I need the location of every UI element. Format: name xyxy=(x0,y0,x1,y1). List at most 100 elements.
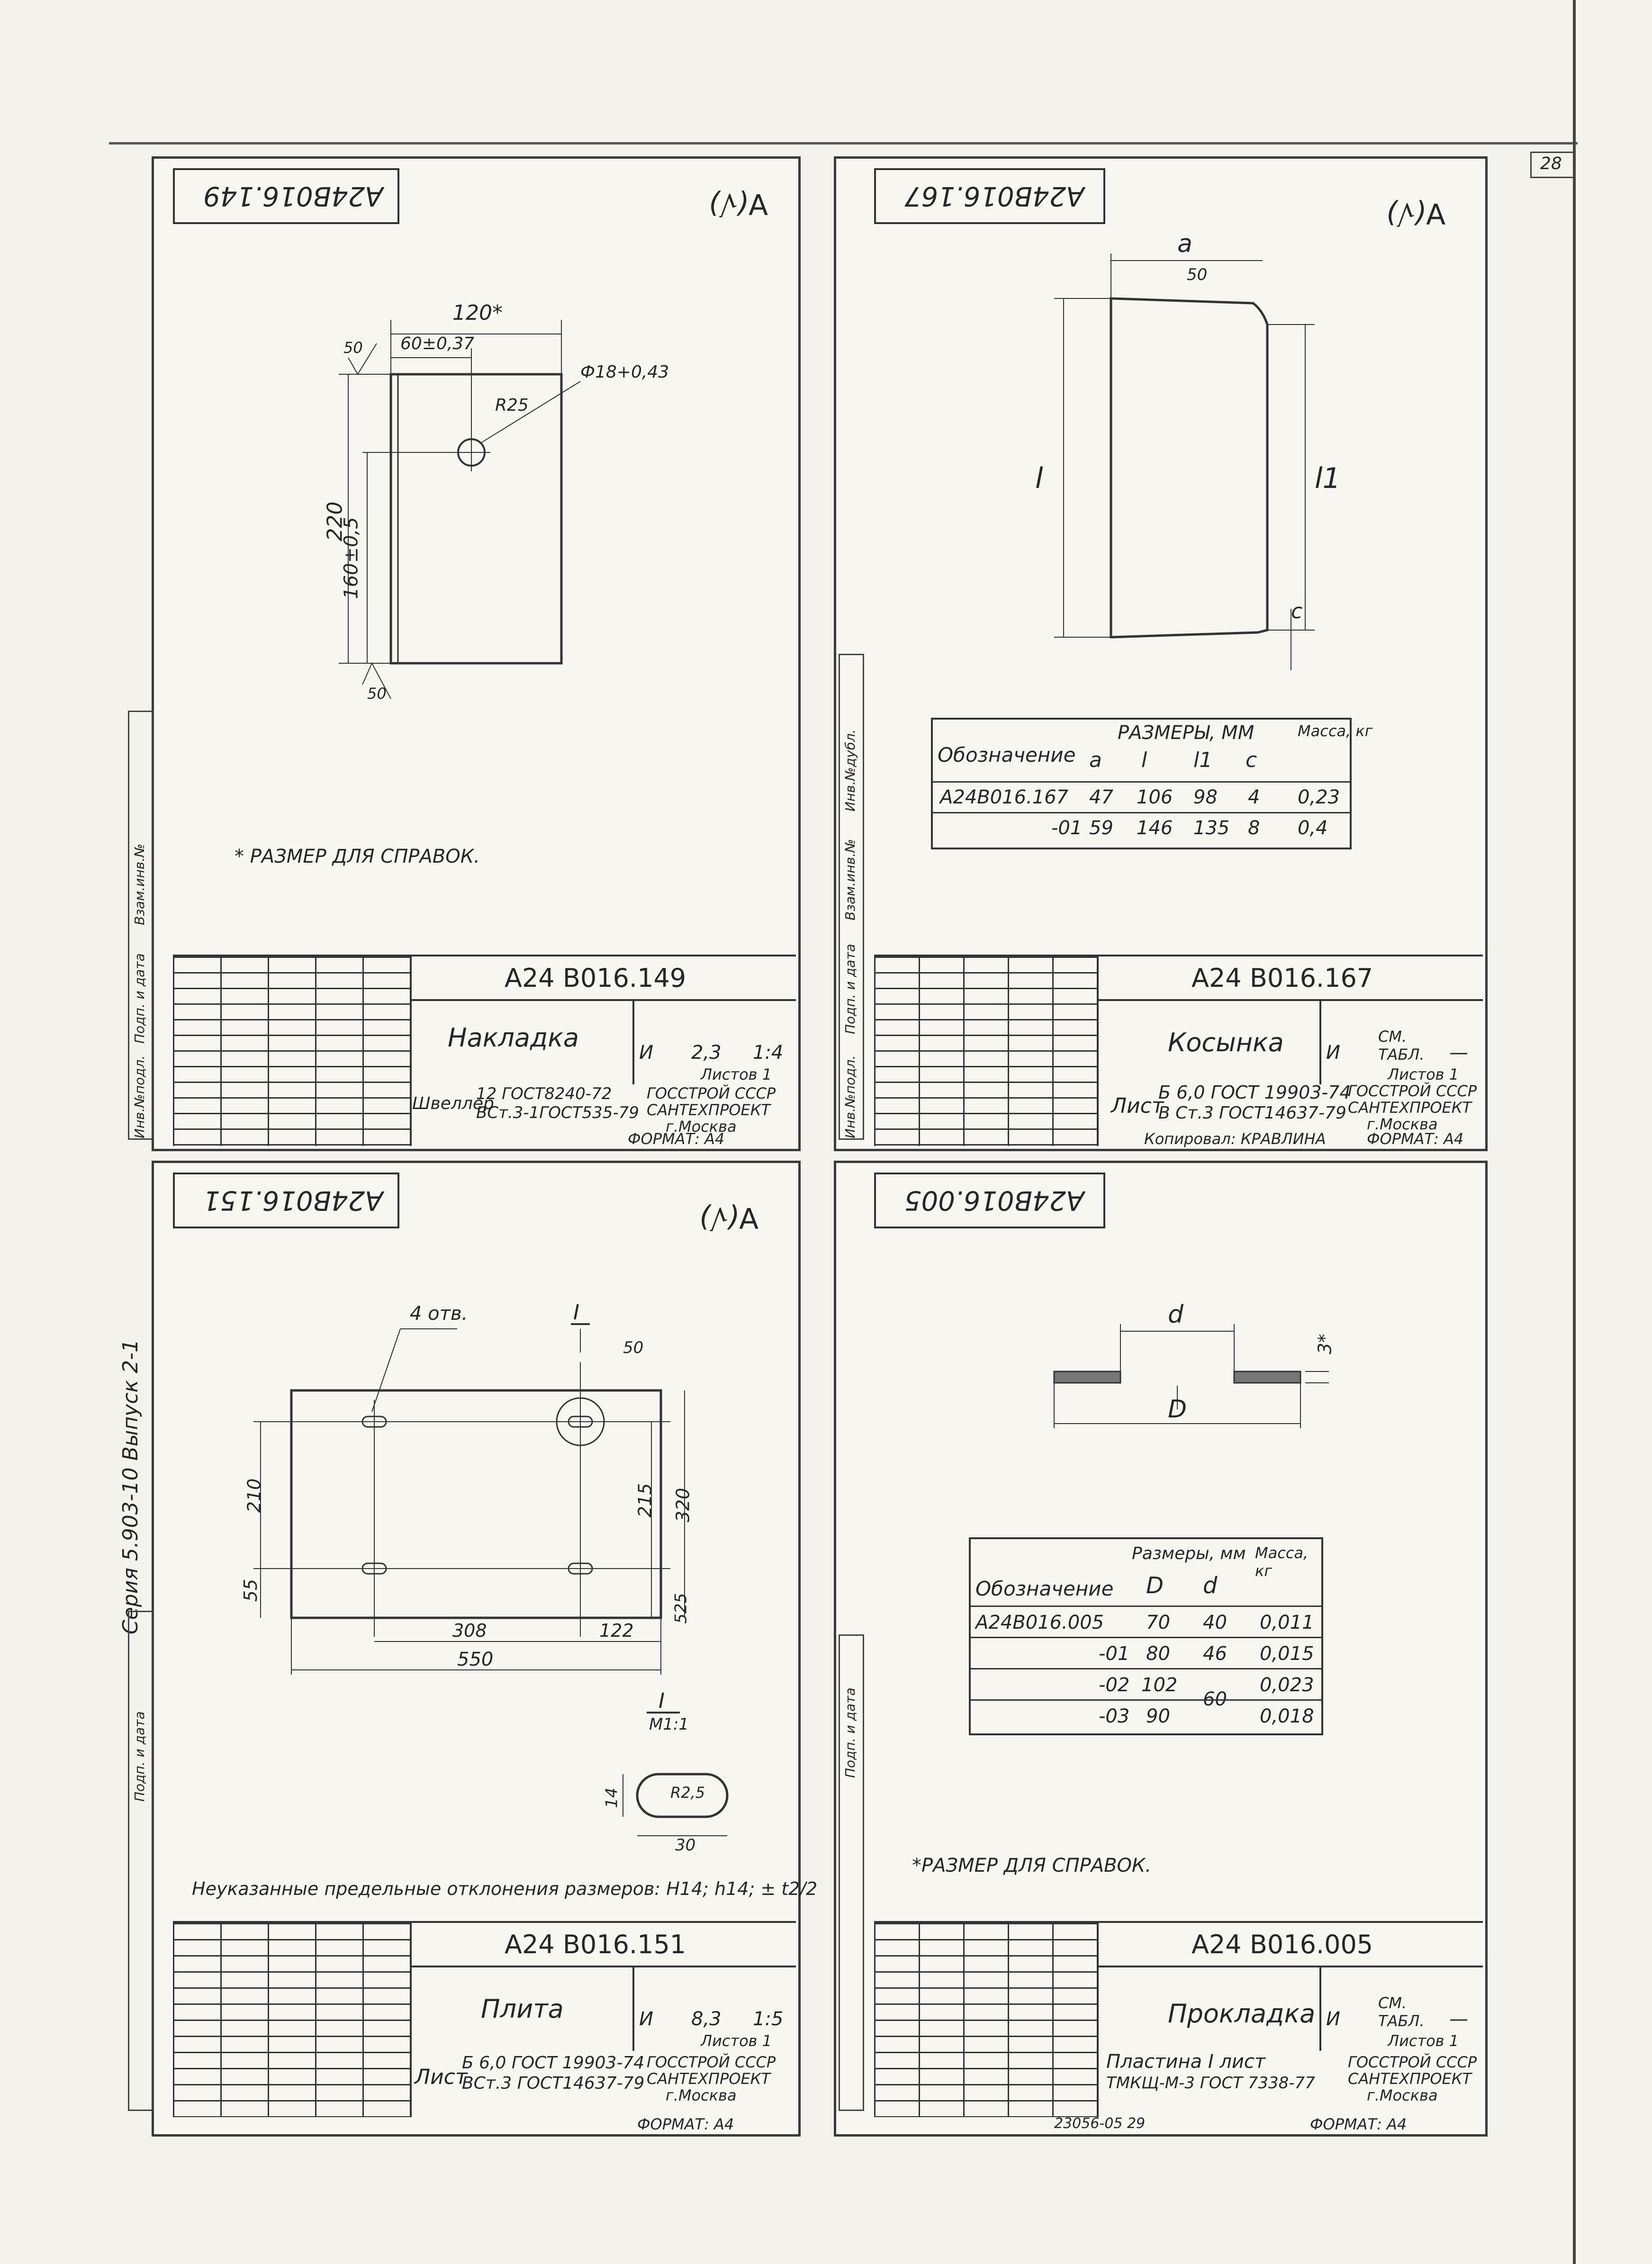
series-label: Серия 5.903-10 Выпуск 2-1 xyxy=(118,1339,143,1634)
org-line1: ГОССТРОЙ СССР xyxy=(1348,1082,1477,1100)
row-d: 46 xyxy=(1203,1643,1227,1665)
part-drawing-167 xyxy=(1054,253,1315,670)
dim-thickness: 3* xyxy=(1314,1334,1336,1354)
sheets-label: Листов 1 xyxy=(1388,2032,1459,2050)
table-row: А24В016.167 47 106 98 4 0,23 xyxy=(933,781,1350,813)
rough-50: 50 xyxy=(1187,265,1208,284)
slot-width: 30 xyxy=(675,1836,696,1855)
mass-cells: И СМ. ТАБЛ. — Листов 1 xyxy=(1319,999,1485,1084)
material-line2: ТМКЩ-М-3 ГОСТ 7338-77 xyxy=(1106,2074,1315,2093)
side-label-inv-dubl: Инв.№дубл. xyxy=(842,729,858,812)
org-line2: САНТЕХПРОЕКТ xyxy=(1348,2070,1472,2088)
holes-label: 4 отв. xyxy=(410,1303,468,1325)
part-drawing-149 xyxy=(339,320,581,699)
material-prefix: Швеллер xyxy=(412,1094,494,1113)
scale-value: 1:4 xyxy=(753,1042,784,1064)
table-header-dims: РАЗМЕРЫ, ММ xyxy=(1118,722,1255,744)
sheets-label: Листов 1 xyxy=(701,1065,772,1083)
table-col-header-D: D xyxy=(1146,1572,1164,1599)
title-code: A24 B016.151 xyxy=(505,1930,686,1959)
dim-215: 215 xyxy=(634,1483,656,1518)
row-name: -01 xyxy=(1099,1643,1130,1665)
mass-cells: И СМ. ТАБЛ. — Листов 1 xyxy=(1319,1966,1485,2051)
part-name: Косынка xyxy=(1168,1028,1284,1057)
tolerance-note: Неуказанные предельные отклонения размер… xyxy=(192,1878,818,1899)
row-name: А24В016.005 xyxy=(975,1612,1104,1633)
material-line1: Б 6,0 ГОСТ 19903-74 xyxy=(462,2053,645,2073)
table-header-name: Обозначение xyxy=(975,1577,1114,1600)
row-l1: 98 xyxy=(1193,786,1218,808)
rough-50-top: 50 xyxy=(343,339,363,357)
format-label: ФОРМАТ: А4 xyxy=(637,2115,734,2133)
title-block: A24 B016.149 Накладка И 2,3 1:4 Листов 1… xyxy=(173,955,796,1146)
org-line3: г.Москва xyxy=(1367,2086,1438,2104)
code-cell: A24 B016.151 xyxy=(410,1923,796,1967)
table-col-header-d: d xyxy=(1203,1572,1218,1599)
dim-122: 122 xyxy=(599,1620,634,1641)
row-c: 4 xyxy=(1248,786,1260,808)
title-block: A24 B016.151 Плита И 8,3 1:5 Листов 1 Ли… xyxy=(173,1921,796,2117)
title-code: A24 B016.005 xyxy=(1192,1930,1373,1959)
table-row: -03 90 0,018 xyxy=(971,1699,1321,1732)
material-prefix: Лист xyxy=(1111,1094,1164,1118)
row-D: 102 xyxy=(1141,1674,1178,1696)
side-strip-left-bottom: Подп. и дата xyxy=(128,1611,153,2111)
dim-l: l xyxy=(1035,462,1043,495)
row-name: -01 xyxy=(1051,817,1083,839)
row-d: 40 xyxy=(1203,1612,1227,1633)
dim-center-x: 60±0,37 xyxy=(400,334,475,353)
dim-210: 210 xyxy=(244,1478,265,1513)
part-name: Плита xyxy=(481,1994,564,2024)
org-line1: ГОССТРОЙ СССР xyxy=(647,2053,776,2071)
note-reference: * РАЗМЕР ДЛЯ СПРАВОК. xyxy=(235,846,480,867)
side-label-podp2: Подп. и дата xyxy=(842,1687,858,1778)
code-cell: A24 B016.167 xyxy=(1097,956,1483,1001)
sheets-label: Листов 1 xyxy=(701,2032,772,2050)
material-line1: Б 6,0 ГОСТ 19903-74 xyxy=(1158,1082,1351,1103)
table-header-mass: Масса, кг xyxy=(1255,1544,1309,1580)
dim-525: 525 xyxy=(671,1593,691,1624)
row-mass: 0,018 xyxy=(1260,1705,1314,1727)
rough-50: 50 xyxy=(623,1338,644,1357)
page-border-top xyxy=(109,142,1578,144)
sheet-number-box: 28 xyxy=(1530,152,1576,178)
mass-value: 2,3 xyxy=(691,1042,722,1064)
drawing-sheet-167: A24B016.167 ∀(√) a 50 l l1 c Обозначение… xyxy=(834,156,1488,1151)
row-mass: 0,023 xyxy=(1260,1674,1314,1696)
dim-l1: l1 xyxy=(1315,462,1341,495)
lit-value: И xyxy=(639,2008,653,2030)
rough-50-bottom: 50 xyxy=(367,685,387,703)
code-box-top: A24B016.005 xyxy=(874,1173,1105,1228)
revision-grid xyxy=(874,1923,1099,2117)
row-D: 90 xyxy=(1146,1705,1170,1727)
side-strip-right-top: Инв.№подл. Подп. и дата Взам.инв.№ Инв.№… xyxy=(839,654,864,1140)
copied-by: Копировал: КРАВЛИНА xyxy=(1144,1130,1326,1148)
dim-radius: R25 xyxy=(495,396,529,415)
part-name: Прокладка xyxy=(1168,1999,1316,2029)
lit-value: И xyxy=(639,1042,653,1064)
material-line1: Пластина I лист xyxy=(1106,2051,1266,2073)
size-table: Обозначение Размеры, мм Масса, кг D d А2… xyxy=(969,1537,1323,1735)
row-l1: 135 xyxy=(1193,817,1230,839)
note-reference: *РАЗМЕР ДЛЯ СПРАВОК. xyxy=(912,1855,1152,1876)
row-D: 80 xyxy=(1146,1643,1170,1665)
part-drawing-151 xyxy=(253,1323,729,1836)
size-table: Обозначение РАЗМЕРЫ, ММ Масса, кг a l l1… xyxy=(931,718,1373,849)
org-line2: САНТЕХПРОЕКТ xyxy=(1348,1099,1472,1117)
material-prefix: Лист xyxy=(415,2065,468,2089)
row-mass: 0,015 xyxy=(1260,1643,1314,1665)
side-label-podp: Подп. и дата xyxy=(842,944,858,1034)
org-line1: ГОССТРОЙ СССР xyxy=(1348,2053,1477,2071)
table-header-mass: Масса, кг xyxy=(1298,722,1373,740)
dim-320: 320 xyxy=(672,1488,694,1523)
org-line2: САНТЕХПРОЕКТ xyxy=(647,1101,771,1119)
code-box-top: A24B016.167 xyxy=(874,168,1105,224)
sheets-label: Листов 1 xyxy=(1388,1065,1459,1083)
table-header-name: Обозначение xyxy=(938,743,1076,767)
row-D: 70 xyxy=(1146,1612,1170,1633)
code-box-top: A24B016.149 xyxy=(173,168,399,224)
mass-value: СМ. ТАБЛ. xyxy=(1378,1028,1425,1064)
page-border-right xyxy=(1573,0,1576,2264)
mass-cells: И 8,3 1:5 Листов 1 xyxy=(632,1966,798,2051)
dim-550: 550 xyxy=(457,1649,494,1670)
